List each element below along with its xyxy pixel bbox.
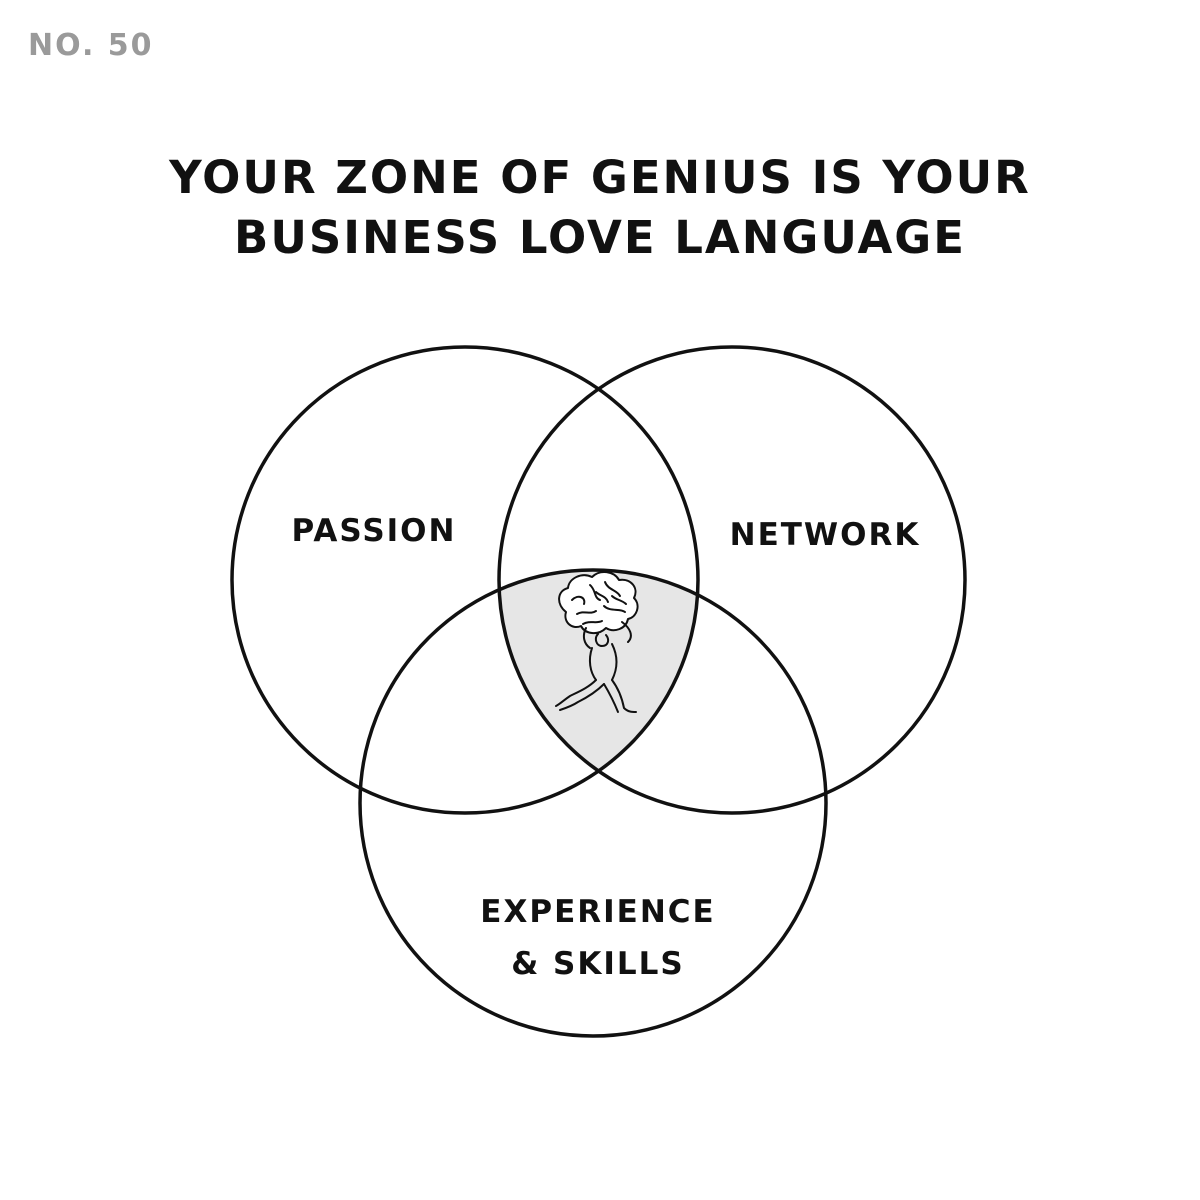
- experience-circle: [358, 568, 828, 1038]
- issue-number: NO. 50: [28, 28, 154, 63]
- network-label: NETWORK: [729, 517, 921, 553]
- passion-label: PASSION: [291, 513, 457, 549]
- atlas-carrying-brain-icon: [555, 571, 639, 713]
- experience-label-line-2: & SKILLS: [511, 946, 685, 982]
- experience-label-line-1: EXPERIENCE: [480, 894, 716, 930]
- page-title: YOUR ZONE OF GENIUS IS YOUR BUSINESS LOV…: [100, 148, 1100, 268]
- passion-circle: [230, 345, 700, 815]
- network-circle: [497, 345, 967, 815]
- title-line-2: BUSINESS LOVE LANGUAGE: [234, 211, 966, 264]
- experience-skills-label: EXPERIENCE & SKILLS: [470, 886, 726, 990]
- title-line-1: YOUR ZONE OF GENIUS IS YOUR: [169, 151, 1031, 204]
